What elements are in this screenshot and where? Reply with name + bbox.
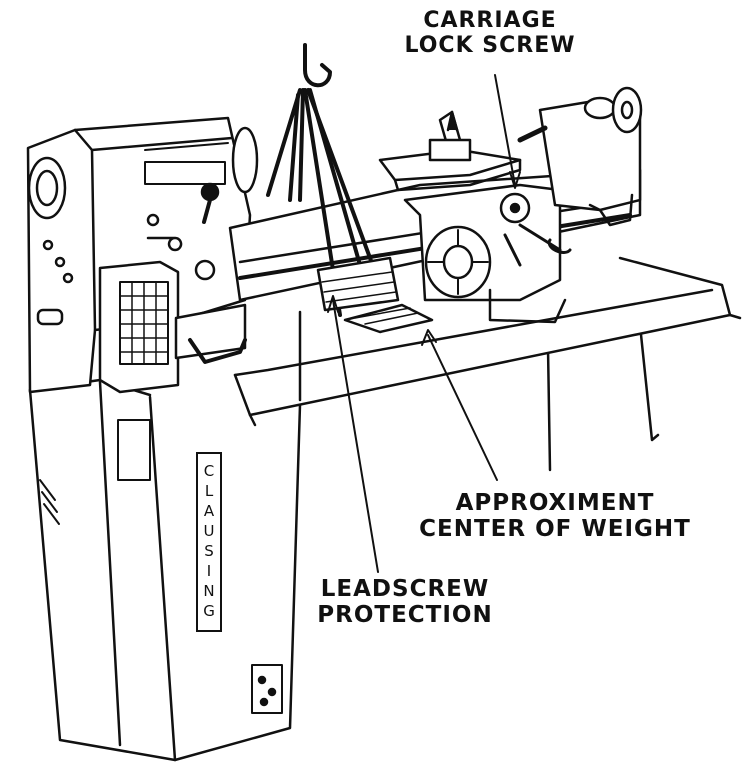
switch-box-icon [251, 664, 283, 714]
carriage-lock-screw-label: CARRIAGE LOCK SCREW [404, 8, 576, 59]
pedestal-cabinet [28, 378, 302, 762]
leadscrew-protection-label: LEADSCREW PROTECTION [317, 576, 493, 629]
carriage [378, 110, 572, 324]
clausing-nameplate: CLAUSING [196, 452, 222, 632]
tailstock [517, 86, 643, 227]
apron-handwheel-icon [424, 225, 492, 299]
chip-pan [233, 256, 742, 427]
wood-blocks [316, 256, 434, 334]
center-of-weight-label: APPROXIMENT CENTER OF WEIGHT [419, 490, 691, 543]
handwheel-icon [27, 156, 67, 220]
tailstock-handwheel-icon [611, 86, 643, 134]
leader-lines [327, 74, 521, 573]
tailstock-leg [546, 323, 660, 472]
quick-change-gearbox [98, 260, 247, 394]
carriage-lock-screw-icon [509, 202, 521, 214]
lifting-hook-and-slings [266, 43, 382, 317]
